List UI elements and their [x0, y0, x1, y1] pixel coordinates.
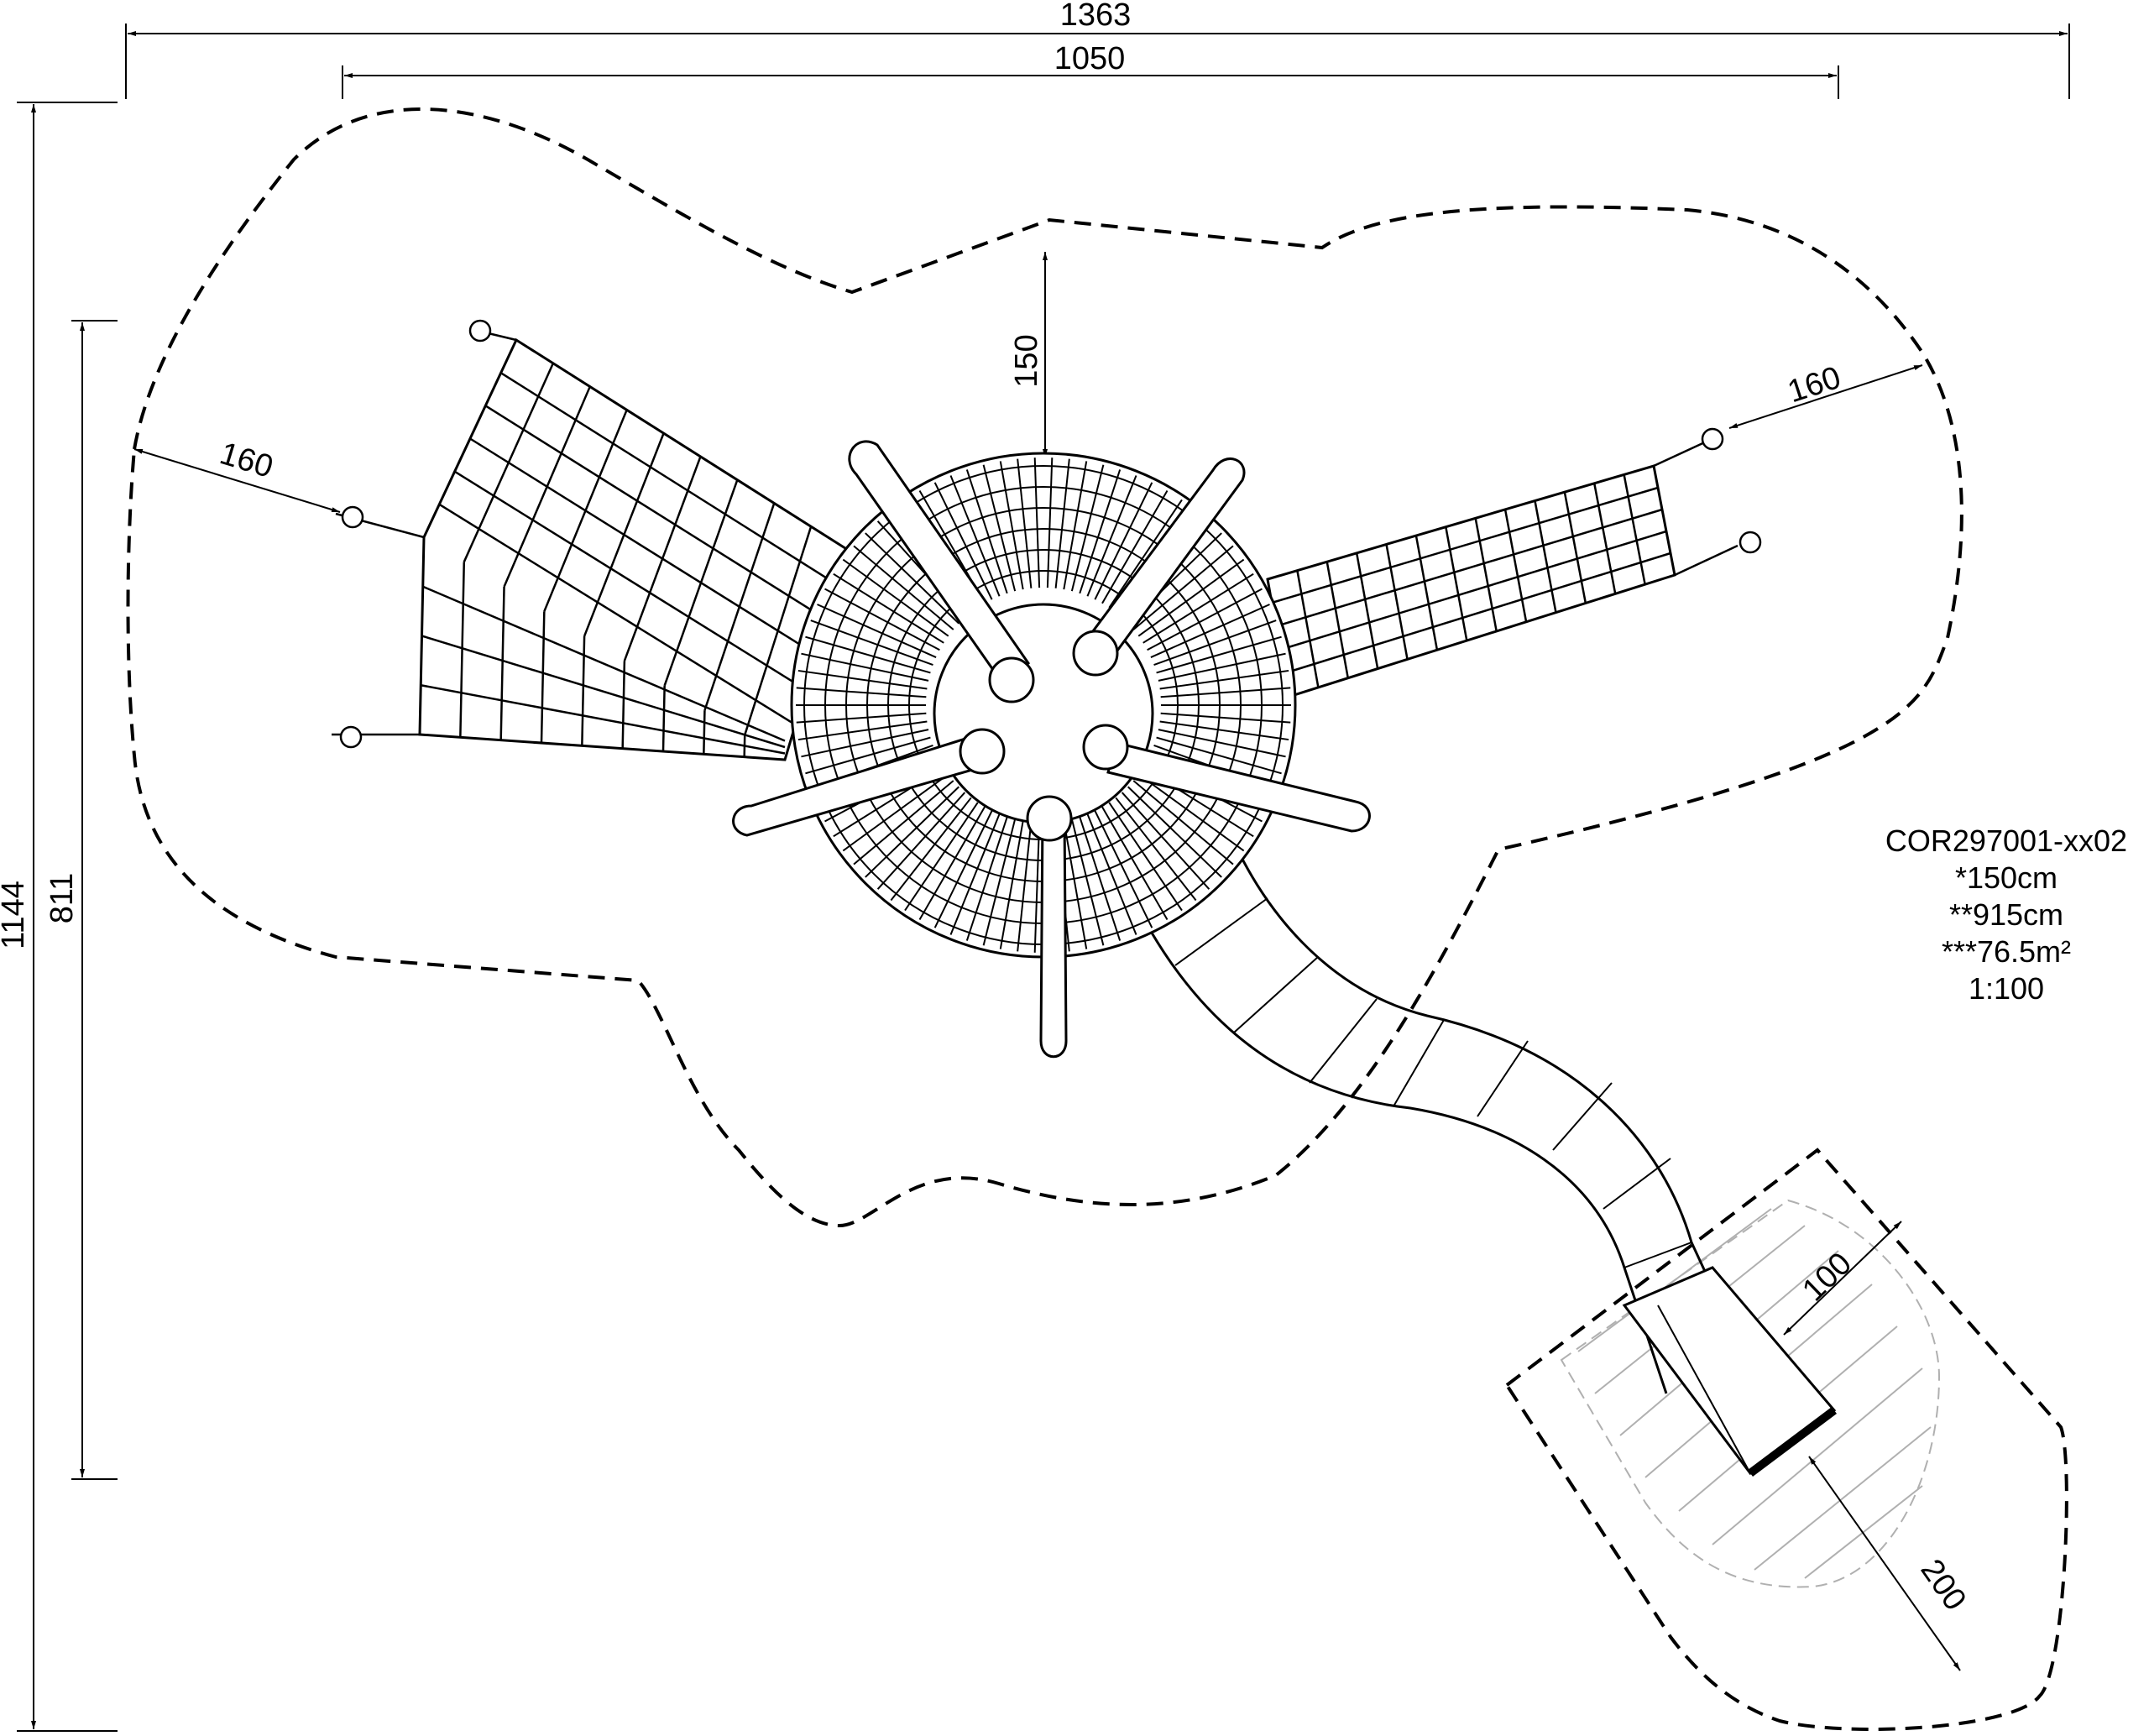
tower-arms [732, 440, 1371, 1059]
total-height: **915cm [1948, 897, 2064, 932]
free-height-label: 150 [1009, 334, 1044, 387]
spiral-slide [1123, 822, 1837, 1477]
product-code: COR297001-xx02 [1885, 824, 2128, 858]
right-climbing-net [1266, 427, 1762, 698]
equipment-width-label: 1050 [1054, 41, 1126, 76]
slide-exit-zone [1504, 1148, 2068, 1731]
overall-height-label: 1144 [0, 881, 31, 949]
product-info: COR297001-xx02 *150cm **915cm ***76.5m² … [1868, 823, 2145, 1007]
overall-width-label: 1363 [1060, 0, 1132, 33]
right-clearance-label: 160 [1784, 360, 1845, 410]
slide-side-clearance-label: 100 [1796, 1246, 1859, 1308]
dimension-lines [17, 24, 2070, 1732]
left-climbing-net [332, 319, 850, 761]
equipment-height-label: 811 [44, 873, 80, 924]
scale: 1:100 [1968, 971, 2045, 1006]
safety-zone-outline [126, 107, 1963, 1228]
free-fall-height: *150cm [1954, 860, 2058, 895]
slide-exit-clearance-label: 200 [1913, 1553, 1973, 1617]
safety-area: ***76.5m² [1941, 934, 2072, 969]
